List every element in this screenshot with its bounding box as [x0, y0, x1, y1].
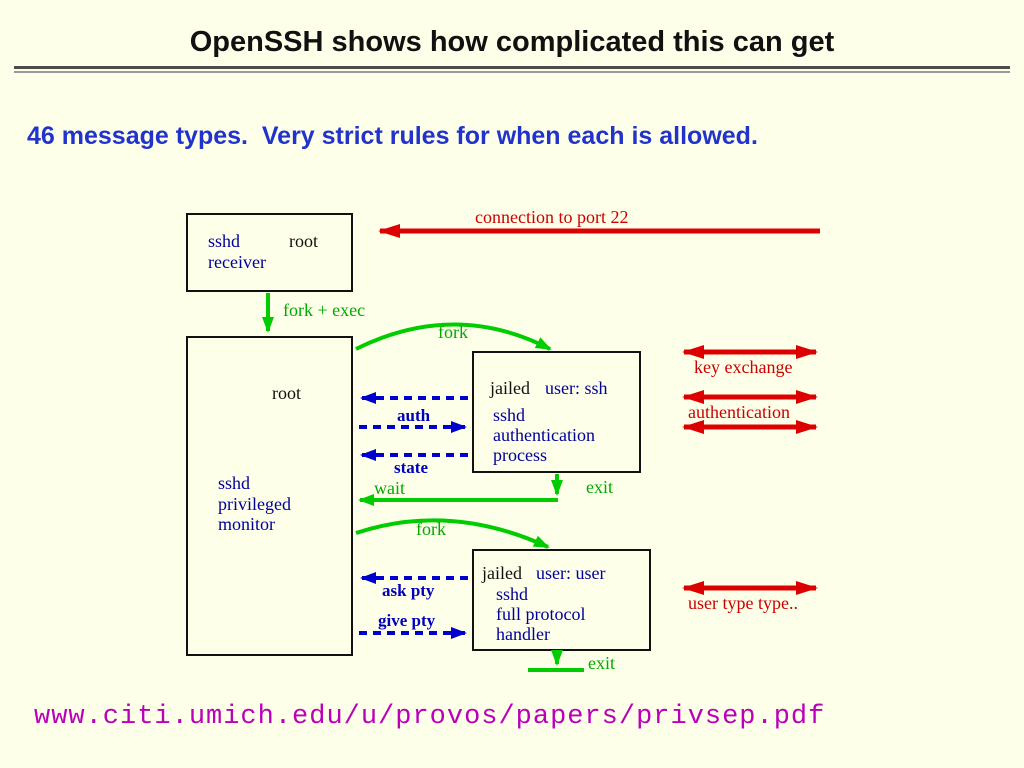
auth-child-line1: sshd — [493, 405, 525, 425]
user-type-label: user type type.. — [688, 593, 798, 613]
auth-child-line3: process — [493, 445, 547, 465]
wait-label: wait — [374, 478, 405, 498]
receiver-box — [186, 213, 353, 292]
user-child-user-label: user: user — [536, 563, 605, 583]
monitor-box — [186, 336, 353, 656]
key-exchange-label: key exchange — [694, 357, 792, 377]
user-child-line2: full protocol — [496, 604, 585, 624]
fork-label-2: fork — [416, 519, 446, 539]
paper-url: www.citi.umich.edu/u/provos/papers/privs… — [34, 702, 826, 732]
fork-arrow-1 — [355, 322, 552, 351]
receiver-user-label: root — [289, 231, 318, 251]
state-label: state — [394, 458, 428, 477]
monitor-user-label: root — [272, 383, 301, 403]
auth-label: auth — [397, 406, 431, 425]
user-child-line3: handler — [496, 624, 550, 644]
title-divider — [14, 66, 1010, 73]
monitor-label-line2: privileged — [218, 494, 291, 514]
auth-child-jailed-label: jailed — [489, 378, 530, 398]
authentication-label: authentication — [688, 402, 790, 422]
monitor-label-line1: sshd — [218, 473, 250, 493]
user-child-line1: sshd — [496, 584, 528, 604]
user-child-jailed-label: jailed — [481, 563, 522, 583]
exit-label-2: exit — [588, 653, 615, 673]
exit-label-1: exit — [586, 477, 613, 497]
auth-child-line2: authentication — [493, 425, 595, 445]
give-pty-label: give pty — [378, 611, 436, 630]
fork-label-1: fork — [438, 322, 468, 342]
slide-title: OpenSSH shows how complicated this can g… — [189, 26, 835, 58]
connection-label: connection to port 22 — [475, 207, 628, 227]
ask-pty-label: ask pty — [382, 581, 435, 600]
receiver-role-label: receiver — [208, 252, 266, 272]
monitor-label-line3: monitor — [218, 514, 275, 534]
auth-child-user-label: user: ssh — [545, 378, 608, 398]
fork-arrow-2 — [355, 518, 550, 549]
slide-subtitle: 46 message types. Very strict rules for … — [27, 122, 758, 150]
auth-child-box — [472, 351, 641, 473]
receiver-proc-label: sshd — [208, 231, 240, 251]
fork-exec-label: fork + exec — [283, 300, 365, 320]
